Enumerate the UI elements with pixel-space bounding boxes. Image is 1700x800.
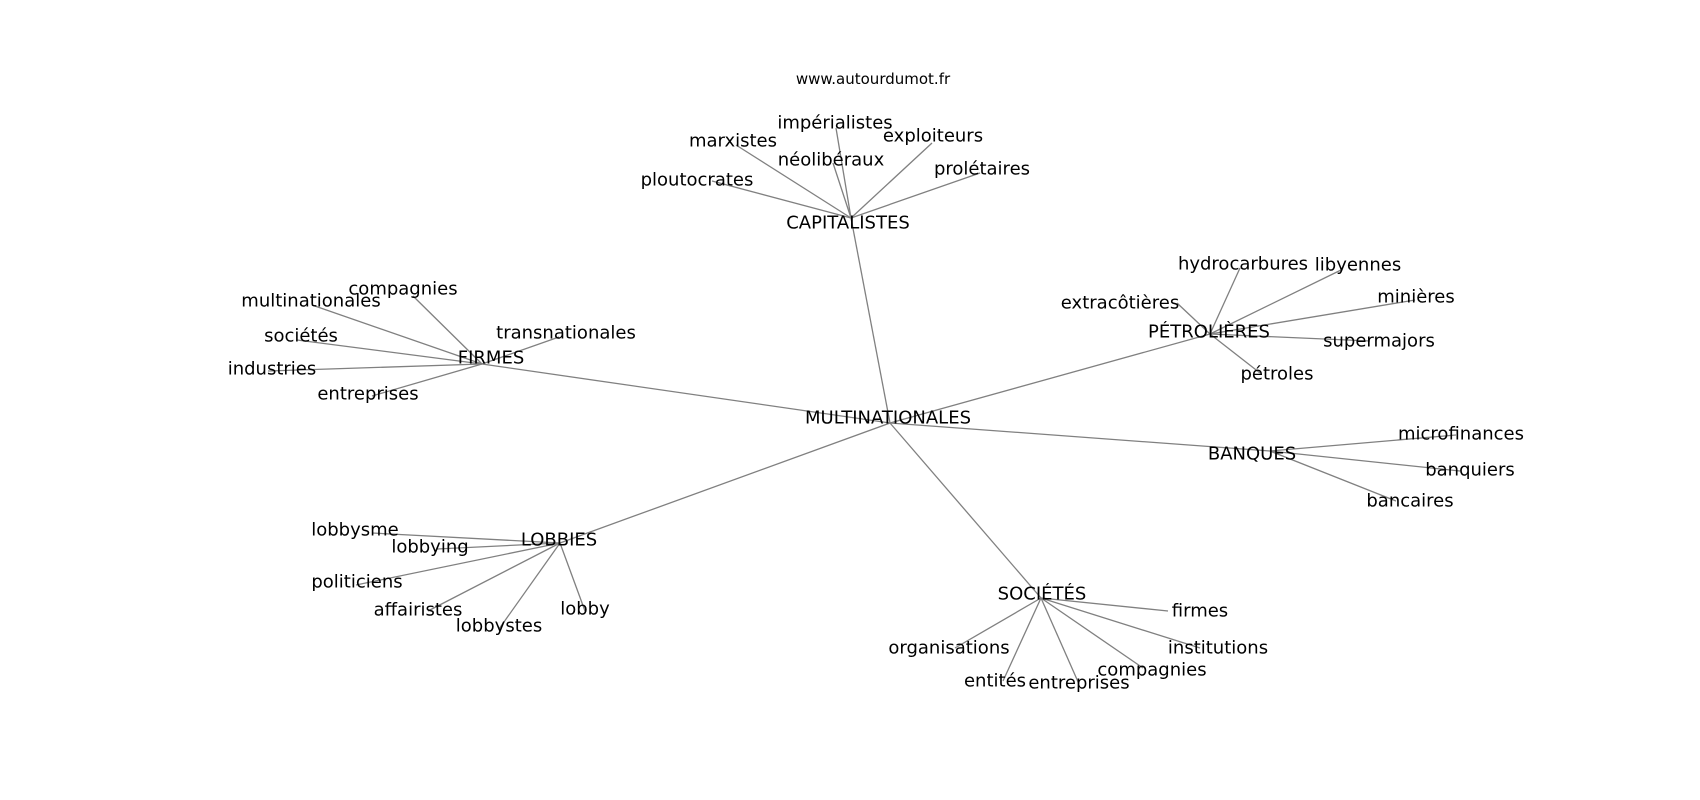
- word-node[interactable]: compagnies: [1097, 660, 1206, 681]
- graph-edges: [267, 127, 1461, 685]
- word-node[interactable]: politiciens: [311, 572, 402, 593]
- center-node[interactable]: MULTINATIONALES: [805, 408, 971, 429]
- word-node[interactable]: néolibéraux: [778, 150, 885, 171]
- word-node[interactable]: ploutocrates: [641, 170, 754, 191]
- edge-hub-to-word: [850, 142, 933, 219]
- edge-hub-to-word: [1040, 597, 1169, 612]
- word-node[interactable]: minières: [1377, 287, 1454, 308]
- edge-hub-to-word: [1040, 597, 1080, 685]
- word-node[interactable]: affairistes: [374, 600, 463, 621]
- edge-hub-to-word: [296, 339, 483, 365]
- word-node[interactable]: sociétés: [264, 326, 338, 347]
- word-node[interactable]: libyennes: [1315, 255, 1401, 276]
- edge-hub-to-word: [1269, 450, 1461, 472]
- word-node[interactable]: pétroles: [1240, 364, 1313, 385]
- word-node[interactable]: impérialistes: [777, 113, 892, 134]
- word-node[interactable]: lobbying: [391, 537, 468, 558]
- edge-hub-to-word: [1176, 302, 1211, 335]
- word-node[interactable]: extracôtières: [1061, 293, 1179, 314]
- edge-center-to-hub: [889, 422, 1271, 452]
- word-node[interactable]: marxistes: [689, 131, 777, 152]
- word-node[interactable]: industries: [228, 359, 317, 380]
- word-node[interactable]: prolétaires: [934, 159, 1030, 180]
- edge-hub-to-word: [835, 127, 852, 219]
- word-node[interactable]: multinationales: [241, 291, 380, 312]
- word-node[interactable]: compagnies: [348, 279, 457, 300]
- edge-hub-to-word: [711, 180, 852, 219]
- edge-hub-to-word: [559, 542, 586, 612]
- edge-hub-to-word: [355, 542, 561, 586]
- edge-hub-to-word: [735, 144, 852, 219]
- edge-hub-to-word: [832, 162, 852, 219]
- word-node[interactable]: microfinances: [1398, 424, 1524, 445]
- word-node[interactable]: entreprises: [317, 384, 418, 405]
- edge-center-to-hub: [889, 333, 1211, 424]
- hub-node[interactable]: LOBBIES: [521, 530, 597, 551]
- edge-hub-to-word: [1209, 333, 1371, 342]
- edge-center-to-hub: [850, 217, 891, 424]
- edge-hub-to-word: [954, 597, 1042, 649]
- edge-hub-to-word: [267, 363, 483, 372]
- word-node[interactable]: supermajors: [1323, 331, 1435, 352]
- edge-hub-to-word: [850, 172, 981, 219]
- edge-center-to-hub: [559, 422, 891, 544]
- word-node[interactable]: lobby: [560, 599, 610, 620]
- graph-labels: MULTINATIONALES CAPITALISTES impérialistes…: [228, 113, 1524, 694]
- watermark: www.autourdumot.fr: [795, 70, 951, 88]
- hub-node[interactable]: PÉTROLIÈRES: [1148, 321, 1270, 343]
- edge-hub-to-word: [1002, 597, 1042, 682]
- word-node[interactable]: organisations: [888, 638, 1009, 659]
- hub-node[interactable]: BANQUES: [1208, 444, 1296, 465]
- hub-node[interactable]: FIRMES: [458, 348, 525, 369]
- edge-hub-to-word: [1209, 267, 1241, 335]
- hub-node[interactable]: CAPITALISTES: [786, 213, 910, 234]
- word-node[interactable]: exploiteurs: [883, 126, 983, 147]
- edge-hub-to-word: [1209, 299, 1416, 335]
- word-node[interactable]: lobbysme: [311, 520, 399, 541]
- word-node[interactable]: banquiers: [1425, 460, 1515, 481]
- edge-hub-to-word: [1209, 269, 1342, 335]
- word-node[interactable]: bancaires: [1366, 491, 1453, 512]
- word-node[interactable]: lobbystes: [456, 616, 542, 637]
- hub-node[interactable]: SOCIÉTÉS: [998, 583, 1087, 605]
- word-node[interactable]: hydrocarbures: [1178, 254, 1308, 275]
- word-node[interactable]: entreprises: [1028, 673, 1129, 694]
- edge-hub-to-word: [436, 542, 561, 550]
- edge-hub-to-word: [498, 542, 561, 630]
- edge-hub-to-word: [481, 336, 560, 365]
- word-node[interactable]: institutions: [1168, 638, 1268, 659]
- edge-hub-to-word: [427, 542, 561, 612]
- edge-hub-to-word: [311, 304, 483, 365]
- edge-hub-to-word: [371, 532, 561, 544]
- edge-center-to-hub: [889, 422, 1042, 599]
- edge-hub-to-word: [412, 295, 483, 365]
- word-node[interactable]: transnationales: [496, 323, 636, 344]
- edge-hub-to-word: [1040, 597, 1144, 669]
- edge-hub-to-word: [1040, 597, 1201, 649]
- word-node[interactable]: firmes: [1172, 601, 1228, 622]
- edge-center-to-hub: [481, 363, 891, 424]
- edge-hub-to-word: [371, 363, 483, 397]
- word-node[interactable]: entités: [964, 671, 1026, 692]
- edge-hub-to-word: [1269, 434, 1457, 452]
- edge-hub-to-word: [1269, 450, 1397, 502]
- edge-hub-to-word: [1209, 333, 1261, 374]
